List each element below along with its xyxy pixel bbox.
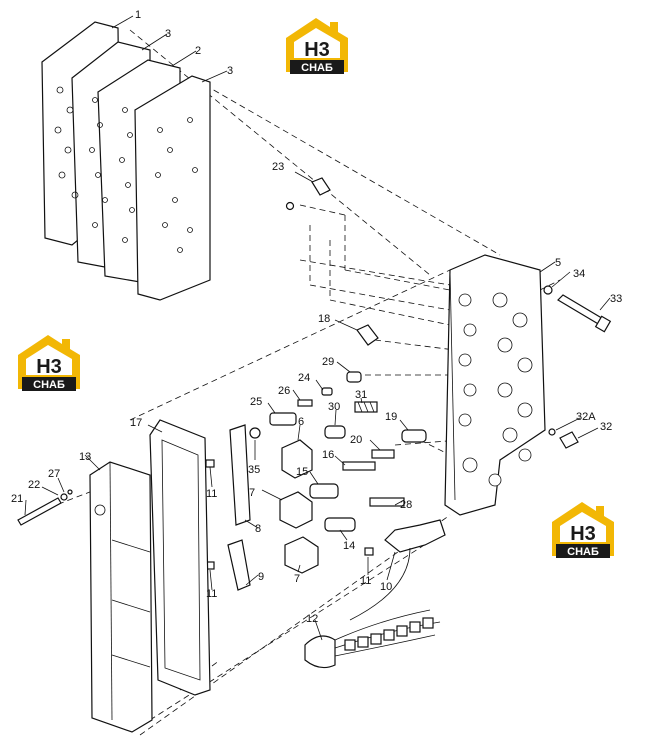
callout-19: 19 [385, 411, 397, 423]
washer-22 [60, 493, 68, 501]
bracket-8 [229, 424, 251, 526]
plug-23 [311, 177, 331, 196]
callout-31: 31 [355, 389, 367, 401]
separator-plate-stack [41, 21, 211, 301]
valve-25 [269, 412, 297, 426]
callout-30: 30 [328, 401, 340, 413]
callout-6: 6 [298, 416, 304, 428]
logo-mark-text: H3 [36, 356, 62, 378]
valve-14 [324, 517, 356, 532]
valve-15 [309, 483, 339, 499]
callout-24: 24 [298, 372, 310, 384]
callout-35: 35 [248, 464, 260, 476]
leader-lines [24, 15, 611, 641]
callout-22: 22 [28, 479, 40, 491]
callout-7b: 7 [294, 573, 300, 585]
spring-28 [369, 497, 405, 507]
callout-29: 29 [322, 356, 334, 368]
plug-18 [356, 324, 379, 346]
callout-25: 25 [250, 396, 262, 408]
solenoid-7b [284, 536, 319, 574]
wire-10 [349, 547, 411, 621]
callout-17: 17 [130, 417, 142, 429]
callout-9: 9 [258, 571, 264, 583]
callout-13: 13 [79, 451, 91, 463]
sensor-10 [384, 519, 446, 553]
logo-mark-text: H3 [304, 39, 330, 61]
callout-3a: 3 [165, 28, 171, 40]
o-ring-35 [249, 427, 261, 439]
valve-19 [401, 429, 427, 443]
wire-harness-12 [304, 609, 441, 669]
callout-10: 10 [380, 581, 392, 593]
o-ring-32a [548, 428, 556, 436]
gasket-plate-3b [134, 75, 211, 301]
callout-15: 15 [296, 466, 308, 478]
callout-28: 28 [400, 499, 412, 511]
callout-3b: 3 [227, 65, 233, 77]
callout-23: 23 [272, 161, 284, 173]
logo-label-text: CHAБ [567, 546, 599, 558]
side-cover-13 [89, 461, 153, 733]
callout-20: 20 [350, 434, 362, 446]
pin-26 [297, 399, 313, 407]
bracket-9 [227, 539, 251, 591]
callout-18: 18 [318, 313, 330, 325]
callout-1: 1 [135, 9, 141, 21]
logo-label-text: CHAБ [301, 62, 333, 74]
callout-16: 16 [322, 449, 334, 461]
gasket-17 [149, 419, 211, 696]
callout-33: 33 [610, 293, 622, 305]
solenoid-7a [279, 491, 313, 529]
callout-11b: 11 [206, 588, 217, 600]
callout-21: 21 [11, 493, 23, 505]
callout-2: 2 [195, 45, 201, 57]
logo-mark-text: H3 [570, 523, 596, 545]
callout-11c: 11 [360, 575, 371, 587]
washer-34 [543, 285, 553, 295]
spring-20 [371, 449, 395, 459]
plug-32 [559, 431, 579, 449]
logo-label-text: CHAБ [33, 379, 65, 391]
main-valve-block-5 [444, 254, 546, 516]
callout-32: 32 [600, 421, 612, 433]
screw-11c [364, 547, 374, 556]
callout-8: 8 [255, 523, 261, 535]
callout-32a: 32A [576, 411, 596, 423]
callout-14: 14 [343, 540, 355, 552]
callout-27: 27 [48, 468, 60, 480]
spacer-29 [346, 371, 362, 383]
bolt-33 [557, 294, 612, 333]
plug-24 [321, 387, 333, 396]
screw-11a [205, 459, 215, 468]
valve-30 [324, 425, 346, 439]
solenoid-6 [281, 439, 313, 479]
spring-16 [342, 461, 376, 471]
callout-labels: 1 3 2 3 23 5 34 33 18 29 24 26 31 25 30 … [11, 9, 622, 625]
callout-12: 12 [306, 613, 318, 625]
o-ring-27 [67, 489, 73, 495]
callout-34: 34 [573, 268, 585, 280]
ball-23b [285, 201, 295, 211]
callout-26: 26 [278, 385, 290, 397]
callout-5: 5 [555, 257, 561, 269]
bolt-21 [17, 497, 62, 526]
callout-7a: 7 [249, 487, 255, 499]
callout-11a: 11 [206, 488, 217, 500]
